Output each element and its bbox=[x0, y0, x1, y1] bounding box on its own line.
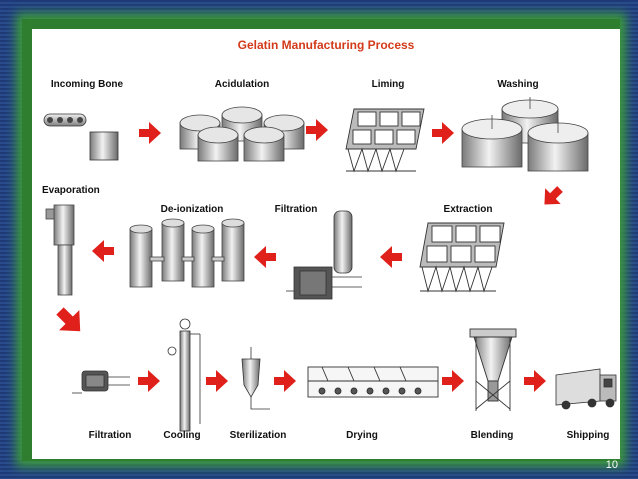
diagram-panel: Gelatin Manufacturing Process Incoming B… bbox=[32, 29, 620, 459]
arrow-8 bbox=[49, 300, 91, 342]
arrow-10 bbox=[206, 370, 228, 392]
washing-drums-icon bbox=[461, 97, 589, 172]
acidulation-vats-icon bbox=[179, 106, 305, 162]
label-extraction: Extraction bbox=[444, 204, 493, 215]
arrow-2 bbox=[306, 119, 328, 141]
arrow-12 bbox=[442, 370, 464, 392]
extraction-tanks-icon bbox=[419, 222, 505, 293]
arrow-6 bbox=[254, 246, 276, 268]
incoming-bone-icon bbox=[43, 113, 119, 161]
arrow-11 bbox=[274, 370, 296, 392]
arrow-4 bbox=[536, 181, 568, 213]
evaporation-column-icon bbox=[45, 204, 75, 296]
label-cooling: Cooling bbox=[163, 430, 200, 441]
label-filtration-top: Filtration bbox=[275, 204, 318, 215]
label-deionization: De-ionization bbox=[161, 204, 224, 215]
label-blending: Blending bbox=[471, 430, 514, 441]
diagram-title: Gelatin Manufacturing Process bbox=[238, 38, 415, 52]
label-drying: Drying bbox=[346, 430, 378, 441]
label-acidulation: Acidulation bbox=[215, 79, 269, 90]
arrow-7 bbox=[380, 246, 402, 268]
filtration-filter-icon bbox=[286, 210, 362, 300]
shipping-truck-icon bbox=[555, 368, 617, 410]
arrow-5 bbox=[92, 240, 114, 262]
sterilization-vessel-icon bbox=[241, 347, 270, 410]
label-sterilization: Sterilization bbox=[230, 430, 287, 441]
arrow-9 bbox=[138, 370, 160, 392]
liming-tanks-icon bbox=[345, 108, 425, 173]
slide-number: 10 bbox=[605, 459, 618, 471]
dryer-conveyor-icon bbox=[307, 366, 439, 398]
cooling-tower-icon bbox=[167, 318, 201, 432]
arrow-3 bbox=[432, 122, 454, 144]
label-evaporation: Evaporation bbox=[42, 185, 100, 196]
arrow-13 bbox=[524, 370, 546, 392]
label-liming: Liming bbox=[372, 79, 405, 90]
deionization-columns-icon bbox=[129, 218, 245, 288]
process-diagram: Gelatin Manufacturing Process Incoming B… bbox=[42, 38, 617, 441]
label-washing: Washing bbox=[497, 79, 538, 90]
label-shipping: Shipping bbox=[567, 430, 610, 441]
blender-hopper-icon bbox=[469, 328, 517, 411]
arrow-1 bbox=[139, 122, 161, 144]
label-filtration-bottom: Filtration bbox=[89, 430, 132, 441]
label-incoming-bone: Incoming Bone bbox=[51, 79, 124, 90]
filtration-press-icon bbox=[72, 370, 130, 394]
